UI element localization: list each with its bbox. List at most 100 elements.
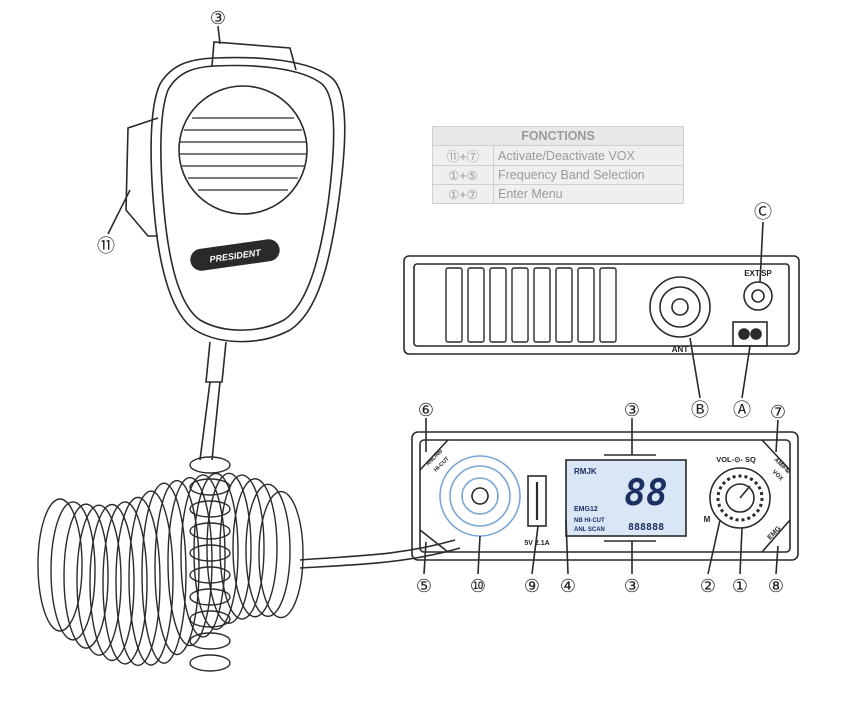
leader-line: [423, 541, 427, 575]
cord-coil-loop: [89, 503, 135, 662]
power-connector: [732, 321, 768, 347]
mic-hanger-clip: [211, 41, 297, 71]
leader-line: [689, 337, 701, 399]
heatsink-fin: [445, 267, 463, 343]
callout-8: ⑧: [768, 576, 784, 596]
callout-10: ⑩: [470, 576, 486, 596]
functions-row-keys: ⑪+⑦: [432, 145, 494, 166]
cord-to-connector: [299, 539, 456, 561]
cord-coil-loop: [189, 654, 231, 672]
button-left-lower: [419, 529, 449, 553]
lcd-display: [565, 459, 687, 537]
cord-coil-loop: [219, 474, 265, 620]
cord-coil-loop: [189, 632, 231, 650]
callout-1: ①: [732, 576, 748, 596]
callout-5: ⑤: [416, 576, 432, 596]
callout-4: ④: [560, 576, 576, 596]
callout-9: ⑨: [524, 576, 540, 596]
cord-coil-loop: [115, 496, 161, 667]
leader-line: [741, 345, 751, 399]
mic-body-inner: [160, 64, 335, 331]
cord-coil-loop: [189, 566, 231, 584]
front-panel: [107, 25, 799, 575]
front-panel-housing: [411, 431, 799, 561]
heatsink-fin: [555, 267, 573, 343]
cord-coil-loop: [50, 501, 96, 641]
callout-6: ⑥: [418, 400, 434, 420]
heatsink-fin: [577, 267, 595, 343]
vox-label: VOX: [771, 469, 784, 482]
mic-grille-slots: [180, 117, 306, 191]
emg-label: EMG: [766, 525, 783, 542]
leader-line: [531, 525, 539, 575]
cord-coil-loop: [189, 478, 231, 496]
mic-cable: [199, 381, 221, 461]
cord-coil-loop: [154, 479, 200, 656]
leader-line: [775, 419, 779, 453]
leader-line: [107, 189, 131, 235]
rear-panel-housing: [403, 255, 800, 355]
lcd-line-1: RMJK: [574, 467, 597, 476]
lcd-segment-row: 888888: [628, 522, 664, 533]
cord-coil-loop: [37, 498, 83, 632]
functions-row: ①+⑦ Enter Menu: [432, 184, 684, 204]
ptt-button: [125, 117, 159, 237]
functions-table-title: FONCTIONS: [432, 126, 684, 146]
functions-row-label: Activate/Deactivate VOX: [493, 145, 684, 166]
leader-line: [739, 527, 743, 575]
mic-speaker-grille: [178, 85, 308, 215]
callout-11: ⑪: [97, 236, 115, 256]
coiled-cord: [37, 456, 304, 672]
lcd-line-3: NB HI-CUT: [574, 518, 605, 524]
ext-speaker-jack: [743, 281, 773, 311]
functions-row-label: Enter Menu: [493, 184, 684, 204]
cord-coil-loop: [206, 472, 252, 624]
heatsink-fin: [467, 267, 485, 343]
button-am-fm: [761, 439, 791, 471]
callout-B: Ⓑ: [691, 400, 709, 420]
leader-line: [775, 545, 779, 575]
cord-coil-loop: [193, 472, 239, 631]
lcd-channel-digits: 88: [624, 473, 667, 514]
callout-7: ⑦: [770, 402, 786, 422]
callout-3-bottom: ③: [624, 576, 640, 596]
button-anl-nb: [419, 439, 449, 471]
cord-coil-loop: [189, 610, 231, 628]
usb-port: [527, 475, 547, 527]
callout-C: Ⓒ: [754, 202, 772, 222]
leader-line: [707, 519, 721, 575]
mic-brand-plate: [190, 239, 280, 271]
usb-label: 5V 2.1A: [524, 540, 549, 547]
heatsink-fin: [599, 267, 617, 343]
functions-row: ⑪+⑦ Activate/Deactivate VOX: [432, 145, 684, 166]
ext-sp-label: EXT.SP: [744, 269, 772, 278]
cord-coil-loop: [128, 490, 174, 666]
heatsink-fin: [489, 267, 507, 343]
functions-row-label: Frequency Band Selection: [493, 165, 684, 185]
vol-sq-knob: [709, 467, 771, 529]
callout-3-top: ③: [624, 400, 640, 420]
cord-coil-loop: [232, 478, 278, 618]
vol-sq-label: VOL-⊙- SQ: [716, 455, 756, 464]
callout-2: ②: [700, 576, 716, 596]
antenna-socket: [649, 276, 711, 338]
functions-table: FONCTIONS ⑪+⑦ Activate/Deactivate VOX ①+…: [432, 126, 684, 204]
functions-row-keys: ①+⑦: [432, 184, 494, 204]
leader-line: [759, 221, 764, 283]
cord-coil-loop: [189, 500, 231, 518]
lcd-line-2: EMG12: [574, 506, 598, 513]
leader-line: [217, 25, 221, 45]
leader-line: [565, 519, 569, 575]
cord-coil-loop: [63, 503, 109, 649]
mic-body: [150, 56, 346, 343]
heatsink-fin: [533, 267, 551, 343]
cord-coil-loop: [102, 501, 148, 665]
heatsink-fin: [511, 267, 529, 343]
heatsink-fins: [445, 267, 617, 343]
lcd-line-4: ANL SCAN: [574, 527, 605, 533]
cord-coil-loop: [189, 588, 231, 606]
rear-panel: [403, 221, 800, 399]
cord-coil-loop: [189, 456, 231, 474]
ant-label: ANT: [672, 345, 689, 354]
